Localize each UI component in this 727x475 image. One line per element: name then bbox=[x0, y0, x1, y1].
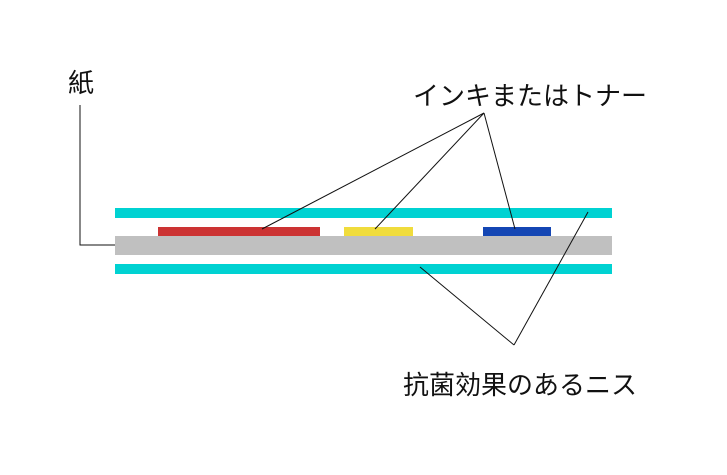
ink-patch-red bbox=[158, 227, 320, 236]
paper-label: 紙 bbox=[68, 69, 94, 99]
ink-patch-blue bbox=[483, 227, 551, 236]
varnish-leader-line-bottom bbox=[419, 266, 515, 346]
ink-patch-yellow bbox=[344, 227, 413, 236]
paper-layer bbox=[115, 236, 612, 255]
ink-leader-line-yellow bbox=[374, 112, 485, 230]
antibacterial-varnish-label: 抗菌効果のあるニス bbox=[403, 371, 637, 401]
ink-toner-label: インキまたはトナー bbox=[413, 82, 647, 112]
varnish-layer-bottom bbox=[115, 264, 612, 274]
paper-leader-line bbox=[79, 105, 115, 246]
varnish-leader-line-top bbox=[513, 211, 589, 346]
ink-leader-line-red bbox=[261, 112, 485, 230]
varnish-layer-top bbox=[115, 208, 612, 218]
ink-leader-line-blue bbox=[483, 112, 516, 230]
